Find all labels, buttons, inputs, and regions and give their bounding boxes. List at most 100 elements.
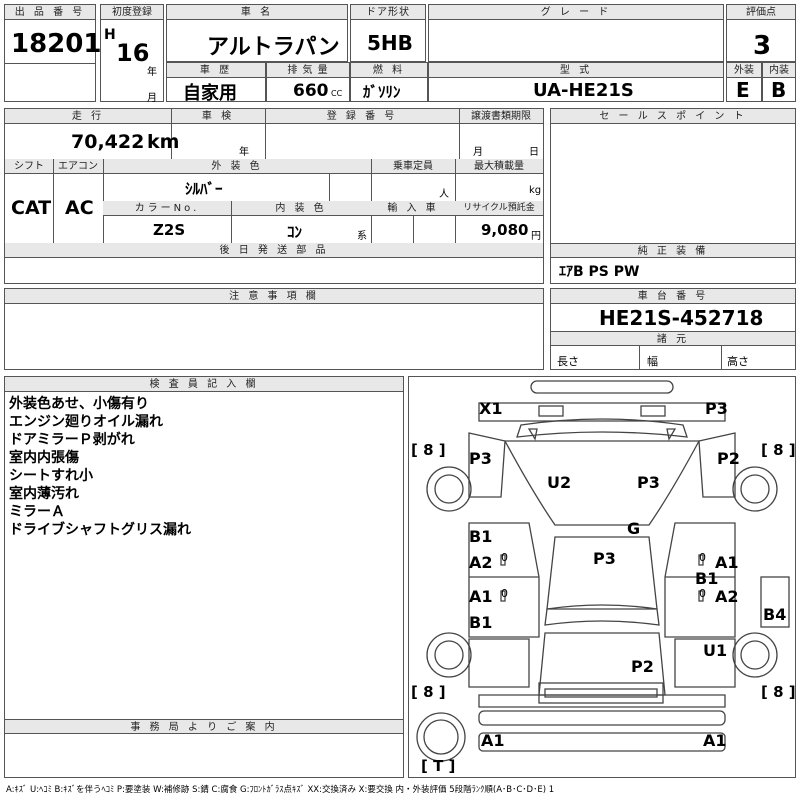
damage-code: U1 (703, 641, 728, 660)
damage-code: B1 (695, 569, 719, 588)
model-box: 型 式 UA-HE21S (428, 62, 724, 102)
tire-mark-front-right: [ 8 ] (761, 441, 796, 459)
score-box: 評価点 3 (726, 4, 796, 62)
car-name-label: 車 名 (167, 5, 347, 20)
lot-box: 出 品 番 号 18201 (4, 4, 101, 102)
sales-points-label: セ ー ル ス ポ イ ン ト (551, 109, 795, 124)
sales-points-box: セ ー ル ス ポ イ ン ト 純 正 装 備 ｴｱB PS PW (550, 108, 796, 284)
damage-code: A1 (703, 731, 727, 750)
history: 自家用 (183, 83, 237, 104)
inspector-label: 検 査 員 記 入 欄 (5, 377, 403, 392)
chassis-number: HE21S-452718 (599, 306, 764, 330)
tire-mark-rear-right: [ 8 ] (761, 683, 796, 701)
note-line: ドアミラーＰ剥がれ (9, 432, 135, 448)
zero-mark: 0 (699, 551, 706, 564)
car-outline (416, 380, 790, 762)
fuel: ｶﾞｿﾘﾝ (363, 83, 401, 101)
damage-code: B4 (763, 605, 787, 624)
model-code: UA-HE21S (533, 80, 634, 101)
lot-number: 18201 (11, 29, 102, 59)
damage-code: G (627, 519, 641, 538)
damage-code: U2 (547, 473, 572, 492)
door-type: 5HB (367, 31, 413, 55)
first-registration-box: 初度登録 H 16 年 月 (100, 4, 164, 104)
ac: AC (65, 197, 94, 219)
chassis-label: 車 台 番 号 (551, 289, 795, 304)
caution-box: 注 意 事 項 欄 (4, 288, 544, 370)
history-label: 車 歴 (167, 63, 265, 78)
interior-score: B (771, 78, 787, 102)
ac-label: エアコン (53, 159, 103, 174)
interior-label: 内装 (763, 63, 795, 78)
specs-block: 走 行 車 検 登 録 番 号 譲渡書類期限 70,422 km 年 月 日 シ… (4, 108, 544, 284)
damage-code: A2 (715, 587, 739, 606)
mileage-unit: km (147, 131, 180, 153)
int-color-label: 内 装 色 (231, 201, 371, 216)
shift-label: シフト (5, 159, 53, 174)
inspector-box: 検 査 員 記 入 欄 外装色あせ、小傷有り エンジン廻りオイル漏れ ドアミラー… (4, 376, 404, 778)
inspection-year-unit: 年 (239, 147, 249, 158)
int-color: ｺﾝ (287, 223, 303, 241)
zero-mark: 0 (501, 551, 508, 564)
displacement-label: 排 気 量 (267, 63, 349, 78)
model-label: 型 式 (429, 63, 723, 78)
color-no: Z2S (153, 221, 186, 239)
inspection-label: 車 検 (171, 109, 265, 124)
note-line: 外装色あせ、小傷有り (9, 396, 149, 412)
width-label: 幅 (647, 355, 658, 368)
fuel-label: 燃 料 (351, 63, 427, 78)
spare-tire-mark: [ T ] (421, 757, 456, 775)
lot-label: 出 品 番 号 (5, 5, 95, 20)
damage-code: P2 (717, 449, 740, 468)
zero-mark: 0 (501, 587, 508, 600)
grade-label: グ レ ー ド (429, 5, 723, 20)
fuel-box: 燃 料 ｶﾞｿﾘﾝ (350, 62, 428, 102)
damage-code: X1 (479, 399, 503, 418)
load-label: 最大積載量 (455, 159, 543, 174)
note-line: 室内内張傷 (9, 450, 79, 466)
damage-code: P3 (593, 549, 616, 568)
kg-unit: kg (529, 185, 542, 196)
tire-mark-rear-left: [ 8 ] (411, 683, 446, 701)
damage-code: B1 (469, 613, 493, 632)
year-unit: 年 (147, 67, 157, 78)
note-line: ミラーＡ (9, 504, 65, 520)
equipment-label: 純 正 装 備 (551, 243, 795, 258)
caution-label: 注 意 事 項 欄 (5, 289, 543, 304)
damage-code: A1 (469, 587, 493, 606)
car-name-box: 車 名 アルトラパン (166, 4, 348, 62)
height-label: 高さ (727, 355, 749, 368)
damage-code: P3 (637, 473, 660, 492)
exterior-label: 外装 (727, 63, 761, 78)
inspector-notes: 外装色あせ、小傷有り エンジン廻りオイル漏れ ドアミラーＰ剥がれ 室内内張傷 シ… (9, 395, 191, 539)
shift: CAT (11, 197, 52, 219)
note-line: シートすれ小 (9, 468, 93, 484)
ext-color-label: 外 装 色 (103, 159, 371, 174)
reg-no-label: 登 録 番 号 (265, 109, 459, 124)
int-color-unit: 系 (357, 231, 367, 242)
recycle-fee: 9,080 (481, 221, 529, 239)
import-label: 輸 入 車 (371, 201, 455, 216)
score-label: 評価点 (727, 5, 795, 20)
score: 3 (753, 31, 772, 61)
month-unit: 月 (147, 93, 157, 104)
transfer-day-unit: 日 (529, 147, 539, 158)
door-label: ドア形状 (351, 5, 425, 20)
note-line: ドライブシャフトグリス漏れ (9, 522, 191, 538)
person-unit: 人 (439, 189, 449, 200)
recycle-label: リサイクル預託金 (455, 201, 543, 216)
displacement-unit: CC (331, 89, 343, 98)
first-reg-label: 初度登録 (101, 5, 163, 20)
interior-score-box: 内装 B (762, 62, 796, 102)
parts-label: 後 日 発 送 部 品 (5, 243, 543, 258)
yen-unit: 円 (531, 231, 541, 242)
era: H (104, 27, 116, 43)
damage-code: B1 (469, 527, 493, 546)
exterior-score: E (736, 78, 750, 102)
damage-code: P3 (705, 399, 728, 418)
grade-box: グ レ ー ド (428, 4, 724, 62)
chassis-box: 車 台 番 号 HE21S-452718 諸 元 長さ 幅 高さ (550, 288, 796, 370)
zero-mark: 0 (699, 587, 706, 600)
transfer-label: 譲渡書類期限 (459, 109, 543, 124)
dims-label: 諸 元 (551, 331, 795, 346)
